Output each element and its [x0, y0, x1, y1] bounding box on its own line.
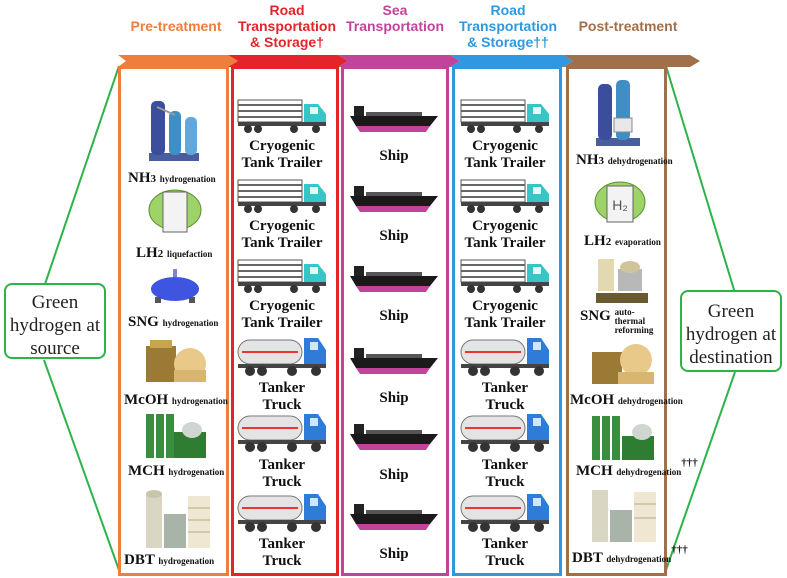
header-road-transportation-2: Road Transportation & Storage††: [458, 2, 557, 50]
ammonia-plant-icon: [149, 101, 199, 161]
ship-icon: [350, 504, 438, 530]
pre-label-nh3: NH3 hydrogenation: [128, 170, 216, 186]
mch-plant-icon: [146, 414, 206, 458]
pre-label-sng: SNG hydrogenation: [128, 314, 219, 330]
post-label-nh3: NH3 dehydrogenation: [576, 152, 673, 168]
sea-ship-label: Ship: [379, 228, 409, 244]
road1_items-label: Tanker Truck: [258, 536, 306, 569]
ship-icon: [350, 266, 438, 292]
road2_items-label: Tanker Truck: [481, 457, 529, 490]
sea-ship-label: Ship: [379, 467, 409, 483]
tanker-truck-icon: [237, 338, 326, 376]
tanker-truck-icon: [460, 338, 549, 376]
tanker-truck-icon: [460, 494, 549, 532]
road2_items-label: Cryogenic Tank Trailer: [464, 138, 546, 171]
road1_items-label: Tanker Truck: [258, 457, 306, 490]
pre-label-mch: MCH hydrogenation: [128, 463, 225, 479]
sng-reforming-plant-icon: [596, 259, 648, 303]
dbt-dehydrogenation-plant-icon: [592, 490, 656, 542]
sng-tank-icon: [151, 269, 199, 303]
dbt-plant-icon: [146, 490, 210, 548]
mcoh-dehydrogenation-plant-icon: [592, 344, 654, 384]
tanker-truck-icon: [460, 414, 549, 452]
road2_items-label: Cryogenic Tank Trailer: [464, 218, 546, 251]
road1_items-label: Cryogenic Tank Trailer: [241, 298, 323, 331]
post-label-dbt: DBT dehydrogenation†††: [572, 544, 688, 566]
cryogenic-tank-trailer-icon: [237, 179, 326, 213]
pre-label-dbt: DBT hydrogenation: [124, 552, 215, 568]
column-pre-treatment: [118, 66, 229, 576]
cryogenic-tank-trailer-icon: [460, 259, 549, 293]
svg-text:H₂: H₂: [612, 197, 628, 213]
pre-label-mcoh: McOH hydrogenation: [124, 392, 228, 408]
mcoh-plant-icon: [146, 340, 206, 382]
road2_items-label: Cryogenic Tank Trailer: [464, 298, 546, 331]
ship-icon: [350, 348, 438, 374]
post-label-mcoh: McOH dehydrogenation: [570, 392, 683, 408]
tanker-truck-icon: [237, 414, 326, 452]
cryogenic-tank-trailer-icon: [460, 179, 549, 213]
ship-icon: [350, 424, 438, 450]
sea-ship-label: Ship: [379, 546, 409, 562]
header-post-treatment: Post-treatment: [578, 18, 678, 34]
ammonia-dehydrogenation-plant-icon: [596, 80, 640, 146]
column-road-transport-1: [231, 66, 339, 576]
ship-icon: [350, 106, 438, 132]
tanker-truck-icon: [237, 494, 326, 532]
road1_items-label: Tanker Truck: [258, 380, 306, 413]
road2_items-label: Tanker Truck: [481, 380, 529, 413]
lh2-tank-icon: [148, 189, 202, 233]
header-road-transportation-1: Road Transportation & Storage†: [237, 2, 336, 50]
column-sea-transport: [341, 66, 449, 576]
sea-ship-label: Ship: [379, 148, 409, 164]
cryogenic-tank-trailer-icon: [460, 99, 549, 133]
sea-ship-label: Ship: [379, 308, 409, 324]
cryogenic-tank-trailer-icon: [237, 259, 326, 293]
road1_items-label: Cryogenic Tank Trailer: [241, 138, 323, 171]
road2_items-label: Tanker Truck: [481, 536, 529, 569]
column-road-transport-2: [452, 66, 562, 576]
ship-icon: [350, 186, 438, 212]
pre-label-lh2: LH2 liquefaction: [136, 245, 213, 261]
post-label-sng: SNG auto-thermal reforming: [580, 307, 654, 335]
source-box: Green hydrogen at source: [4, 283, 106, 359]
mch-dehydrogenation-plant-icon: [592, 416, 654, 460]
column-post-treatment: [566, 66, 667, 576]
post-label-mch: MCH dehydrogenation†††: [576, 457, 698, 479]
lh2-evaporation-tank-icon: H₂: [594, 181, 646, 223]
destination-box: Green hydrogen at destination: [680, 290, 782, 372]
cryogenic-tank-trailer-icon: [237, 99, 326, 133]
header-pre-treatment: Pre-treatment: [130, 18, 222, 34]
post-label-lh2: LH2 evaporation: [584, 233, 661, 249]
road1_items-label: Cryogenic Tank Trailer: [241, 218, 323, 251]
sea-ship-label: Ship: [379, 390, 409, 406]
header-sea-transportation: Sea Transportation: [345, 2, 444, 34]
